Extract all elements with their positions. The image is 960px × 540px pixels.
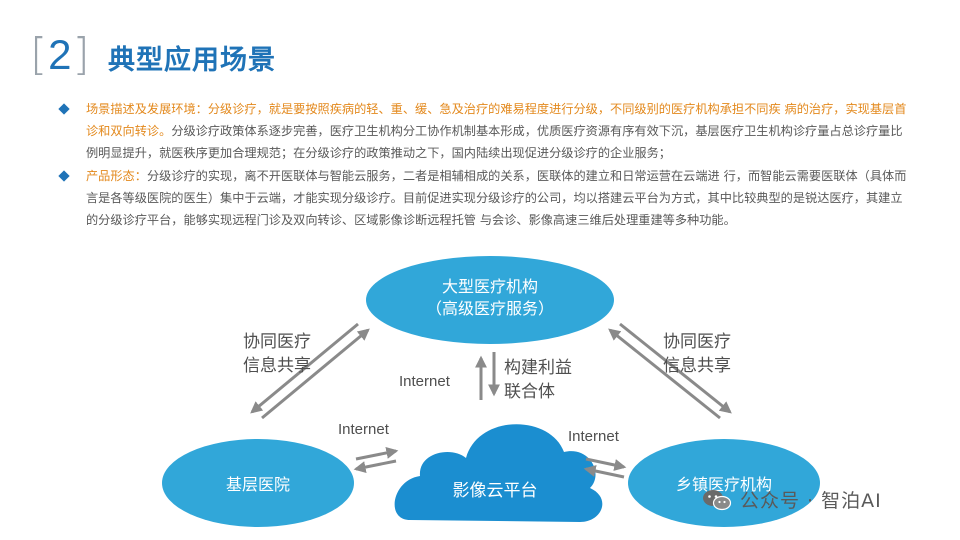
arrow-left-down bbox=[250, 322, 359, 414]
left-link-label: 协同医疗 信息共享 bbox=[232, 330, 322, 378]
left-link-line2: 信息共享 bbox=[243, 356, 311, 376]
bullet-list: 场景描述及发展环境：分级诊疗，就是要按照疾病的轻、重、缓、急及治疗的难易程度进行… bbox=[58, 98, 908, 232]
section-number-value: 2 bbox=[48, 31, 72, 78]
cloud-shape bbox=[394, 424, 603, 522]
right-link-line1: 协同医疗 bbox=[663, 332, 731, 352]
left-link-line1: 协同医疗 bbox=[243, 332, 311, 352]
bullet-scenario: 场景描述及发展环境：分级诊疗，就是要按照疾病的轻、重、缓、急及治疗的难易程度进行… bbox=[58, 98, 908, 164]
right-link-line2: 信息共享 bbox=[663, 356, 731, 376]
bullet-highlight: 分级诊疗，就是要按照疾病的轻、重、缓、急及治疗的难易程度进行分级，不同级别的医疗… bbox=[86, 102, 907, 138]
top-node-ellipse bbox=[366, 256, 614, 344]
right-internet-label: Internet bbox=[568, 428, 619, 445]
section-number: [ 2 ] bbox=[30, 30, 90, 80]
bullet-product: 产品形态：分级诊疗的实现，离不开医联体与智能云服务，二者是相辅相成的关系，医联体… bbox=[58, 165, 908, 231]
right-link-label: 协同医疗 信息共享 bbox=[652, 330, 742, 378]
arrow-right-down bbox=[619, 322, 732, 414]
arrow-cloud-right-right bbox=[585, 457, 627, 471]
right-node-label: 乡镇医疗机构 bbox=[675, 475, 772, 494]
right-node-ellipse bbox=[628, 439, 820, 527]
arrow-cloud-left-left bbox=[353, 459, 397, 474]
watermark-text: 公众号 · 智泊AI bbox=[740, 490, 882, 512]
top-node-line2: （高级医疗服务） bbox=[425, 299, 554, 318]
center-internet-label: Internet bbox=[399, 373, 450, 390]
section-bracket-right: ] bbox=[72, 29, 90, 80]
center-link-line2: 联合体 bbox=[504, 382, 555, 402]
top-node-line1: 大型医疗机构 bbox=[441, 277, 538, 296]
watermark: 公众号 · 智泊AI bbox=[702, 486, 882, 513]
arrow-cloud-right-left bbox=[583, 465, 625, 479]
arrow-left-up bbox=[261, 328, 370, 420]
wechat-icon bbox=[702, 488, 732, 512]
center-link-label: 构建利益 联合体 bbox=[504, 356, 594, 404]
page-title: 典型应用场景 bbox=[108, 45, 276, 76]
cloud-node-label: 影像云平台 bbox=[452, 481, 538, 501]
left-node-label: 基层医院 bbox=[225, 475, 290, 494]
bullet-label: 场景描述及发展环境： bbox=[86, 102, 208, 116]
arrow-cloud-left-right bbox=[355, 446, 399, 461]
center-link-line1: 构建利益 bbox=[504, 358, 572, 378]
bullet-body: 分级诊疗的实现，离不开医联体与智能云服务，二者是相辅相成的关系，医联体的建立和日… bbox=[86, 169, 907, 227]
top-node-label: 大型医疗机构 （高级医疗服务） bbox=[366, 276, 614, 320]
bullet-body: 分级诊疗政策体系逐步完善，医疗卫生机构分工协作机制基本形成，优质医疗资源有序有效… bbox=[86, 124, 903, 160]
left-node-ellipse bbox=[162, 439, 354, 527]
bullet-label: 产品形态： bbox=[86, 169, 147, 183]
arrow-right-up bbox=[608, 328, 721, 420]
left-internet-label: Internet bbox=[338, 421, 389, 438]
section-bracket-left: [ bbox=[30, 29, 48, 80]
